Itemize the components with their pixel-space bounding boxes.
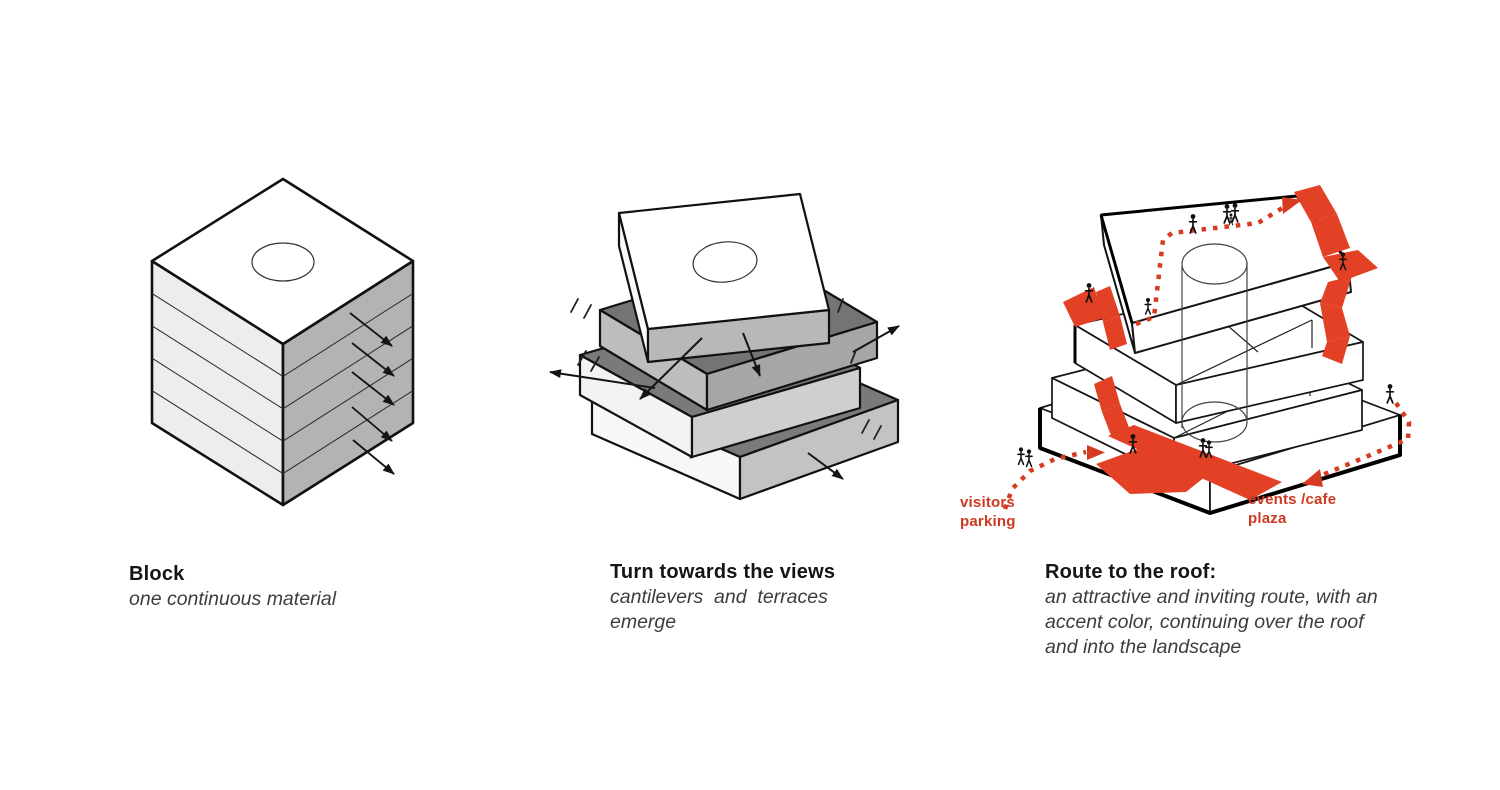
visitors-parking-line1: visitors xyxy=(960,494,1015,511)
events-cafe-line1: events /cafe xyxy=(1248,491,1337,508)
red-route-ribbon xyxy=(1063,185,1378,500)
person-icon xyxy=(1017,446,1025,466)
rotation-tick-icons xyxy=(570,298,882,440)
events-cafe-label: events /cafe plaza xyxy=(1248,490,1336,528)
turn-caption: Turn towards the views cantilevers and t… xyxy=(610,559,910,635)
block-caption: Block one continuous material xyxy=(129,561,449,612)
turn-caption-subtitle-line1: cantilevers and terraces xyxy=(610,586,828,608)
block-faces xyxy=(150,177,415,507)
dotted-route-paths xyxy=(1002,205,1412,510)
block-diagram xyxy=(150,177,415,507)
person-icon xyxy=(1385,383,1395,404)
visitors-route-path xyxy=(1002,449,1087,510)
roof-opening-ellipse xyxy=(251,242,315,282)
route-caption-title: Route to the roof: xyxy=(1045,561,1217,583)
roof-opening-ellipse xyxy=(692,241,758,283)
route-caption-subtitle-line2: accent color, continuing over the roof xyxy=(1045,611,1364,633)
view-arrow-icons xyxy=(549,325,900,480)
block-caption-title: Block xyxy=(129,563,185,585)
events-route-path xyxy=(1319,401,1412,479)
block-caption-subtitle: one continuous material xyxy=(129,588,337,610)
turn-caption-subtitle-line2: emerge xyxy=(610,611,677,633)
person-icon xyxy=(1025,448,1033,468)
route-caption-subtitle-line1: an attractive and inviting route, with a… xyxy=(1045,586,1378,608)
core-cylinder xyxy=(1181,243,1248,443)
route-caption: Route to the roof: an attractive and inv… xyxy=(1045,559,1465,660)
turn-diagram xyxy=(549,192,900,501)
route-diagram xyxy=(1002,185,1412,515)
roof-route-path xyxy=(1135,205,1286,327)
events-cafe-line2: plaza xyxy=(1248,510,1287,527)
extrusion-arrow-icons xyxy=(349,312,395,475)
visitors-parking-line2: parking xyxy=(960,513,1016,530)
route-caption-subtitle-line3: and into the landscape xyxy=(1045,636,1242,658)
turn-caption-title: Turn towards the views xyxy=(610,561,836,583)
dotted-route-arrowheads xyxy=(1087,197,1323,487)
visitors-parking-label: visitors parking xyxy=(960,493,1016,531)
